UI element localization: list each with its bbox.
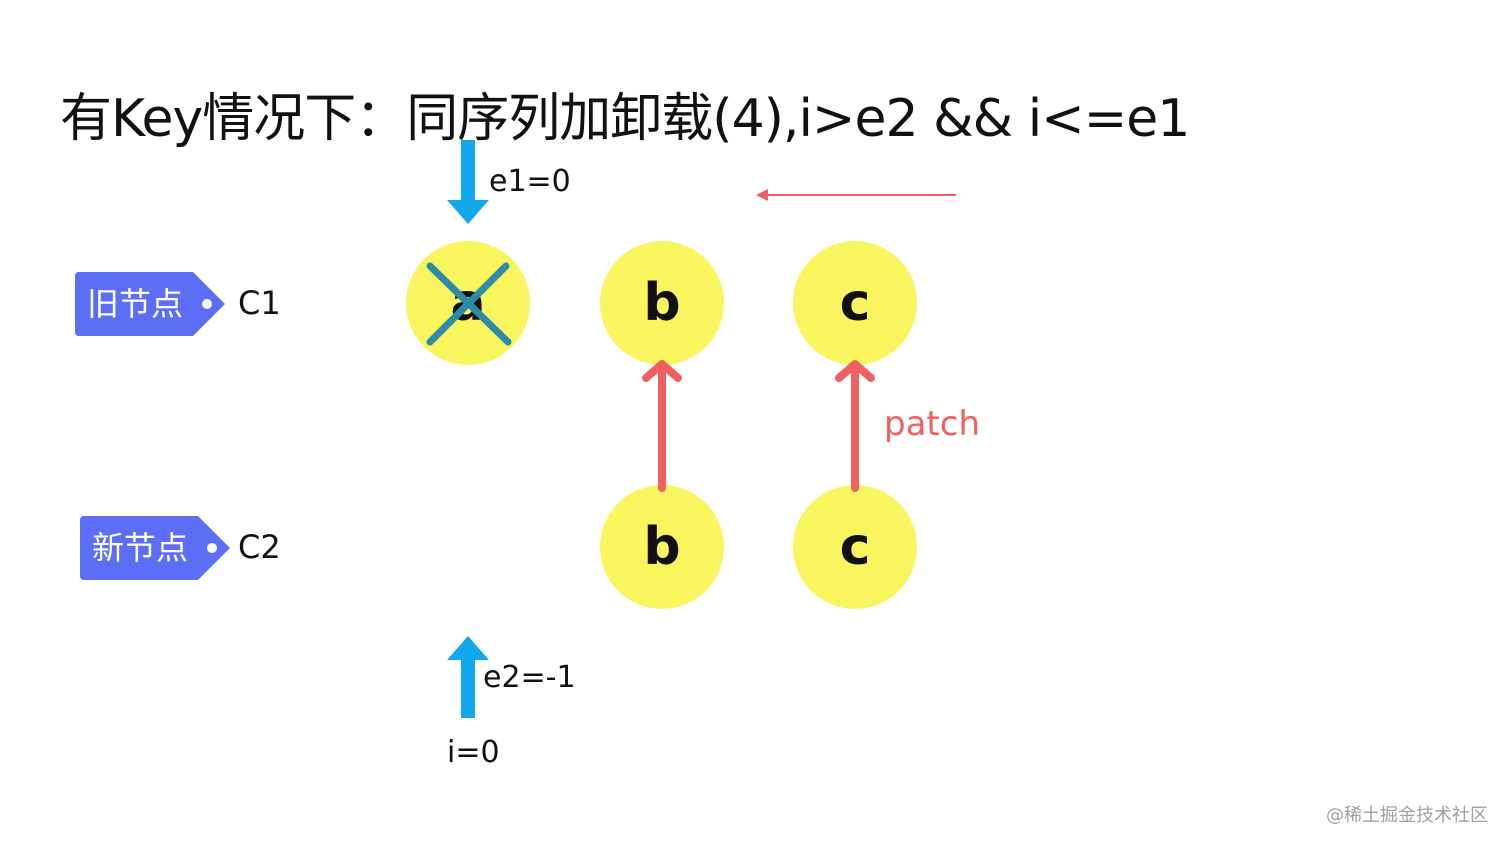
node-letter: b <box>643 273 681 333</box>
node-letter: c <box>839 273 871 333</box>
e1-label: e1=0 <box>489 164 571 199</box>
tag-shape <box>80 516 230 580</box>
old-node-b: b <box>600 241 724 365</box>
new-nodes-tag: 新节点 <box>80 516 232 580</box>
old-nodes-tag-label: 旧节点 <box>87 285 184 323</box>
node-letter: b <box>643 517 681 577</box>
old-nodes-tag: 旧节点 <box>75 272 227 336</box>
new-node-b: b <box>600 485 724 609</box>
patch-arrow-c <box>835 360 875 492</box>
old-node-c: c <box>793 241 917 365</box>
page-title: 有Key情况下：同序列加卸载(4),i>e2 && i<=e1 <box>60 89 1190 149</box>
new-nodes-tag-label: 新节点 <box>92 529 189 567</box>
cross-icon <box>426 262 512 346</box>
patch-arrow-b <box>642 360 682 492</box>
old-row-label: C1 <box>238 284 281 322</box>
watermark: @稀土掘金技术社区 <box>1326 805 1488 826</box>
i-label: i=0 <box>447 735 500 770</box>
direction-arrow <box>756 189 956 201</box>
new-node-c: c <box>793 485 917 609</box>
tag-shape <box>75 272 225 336</box>
e1-pointer-arrow <box>447 140 489 224</box>
new-row-label: C2 <box>238 528 281 566</box>
patch-label: patch <box>884 404 980 444</box>
e2-label: e2=-1 <box>483 660 576 695</box>
e2-pointer-arrow <box>447 636 489 718</box>
node-letter: c <box>839 517 871 577</box>
